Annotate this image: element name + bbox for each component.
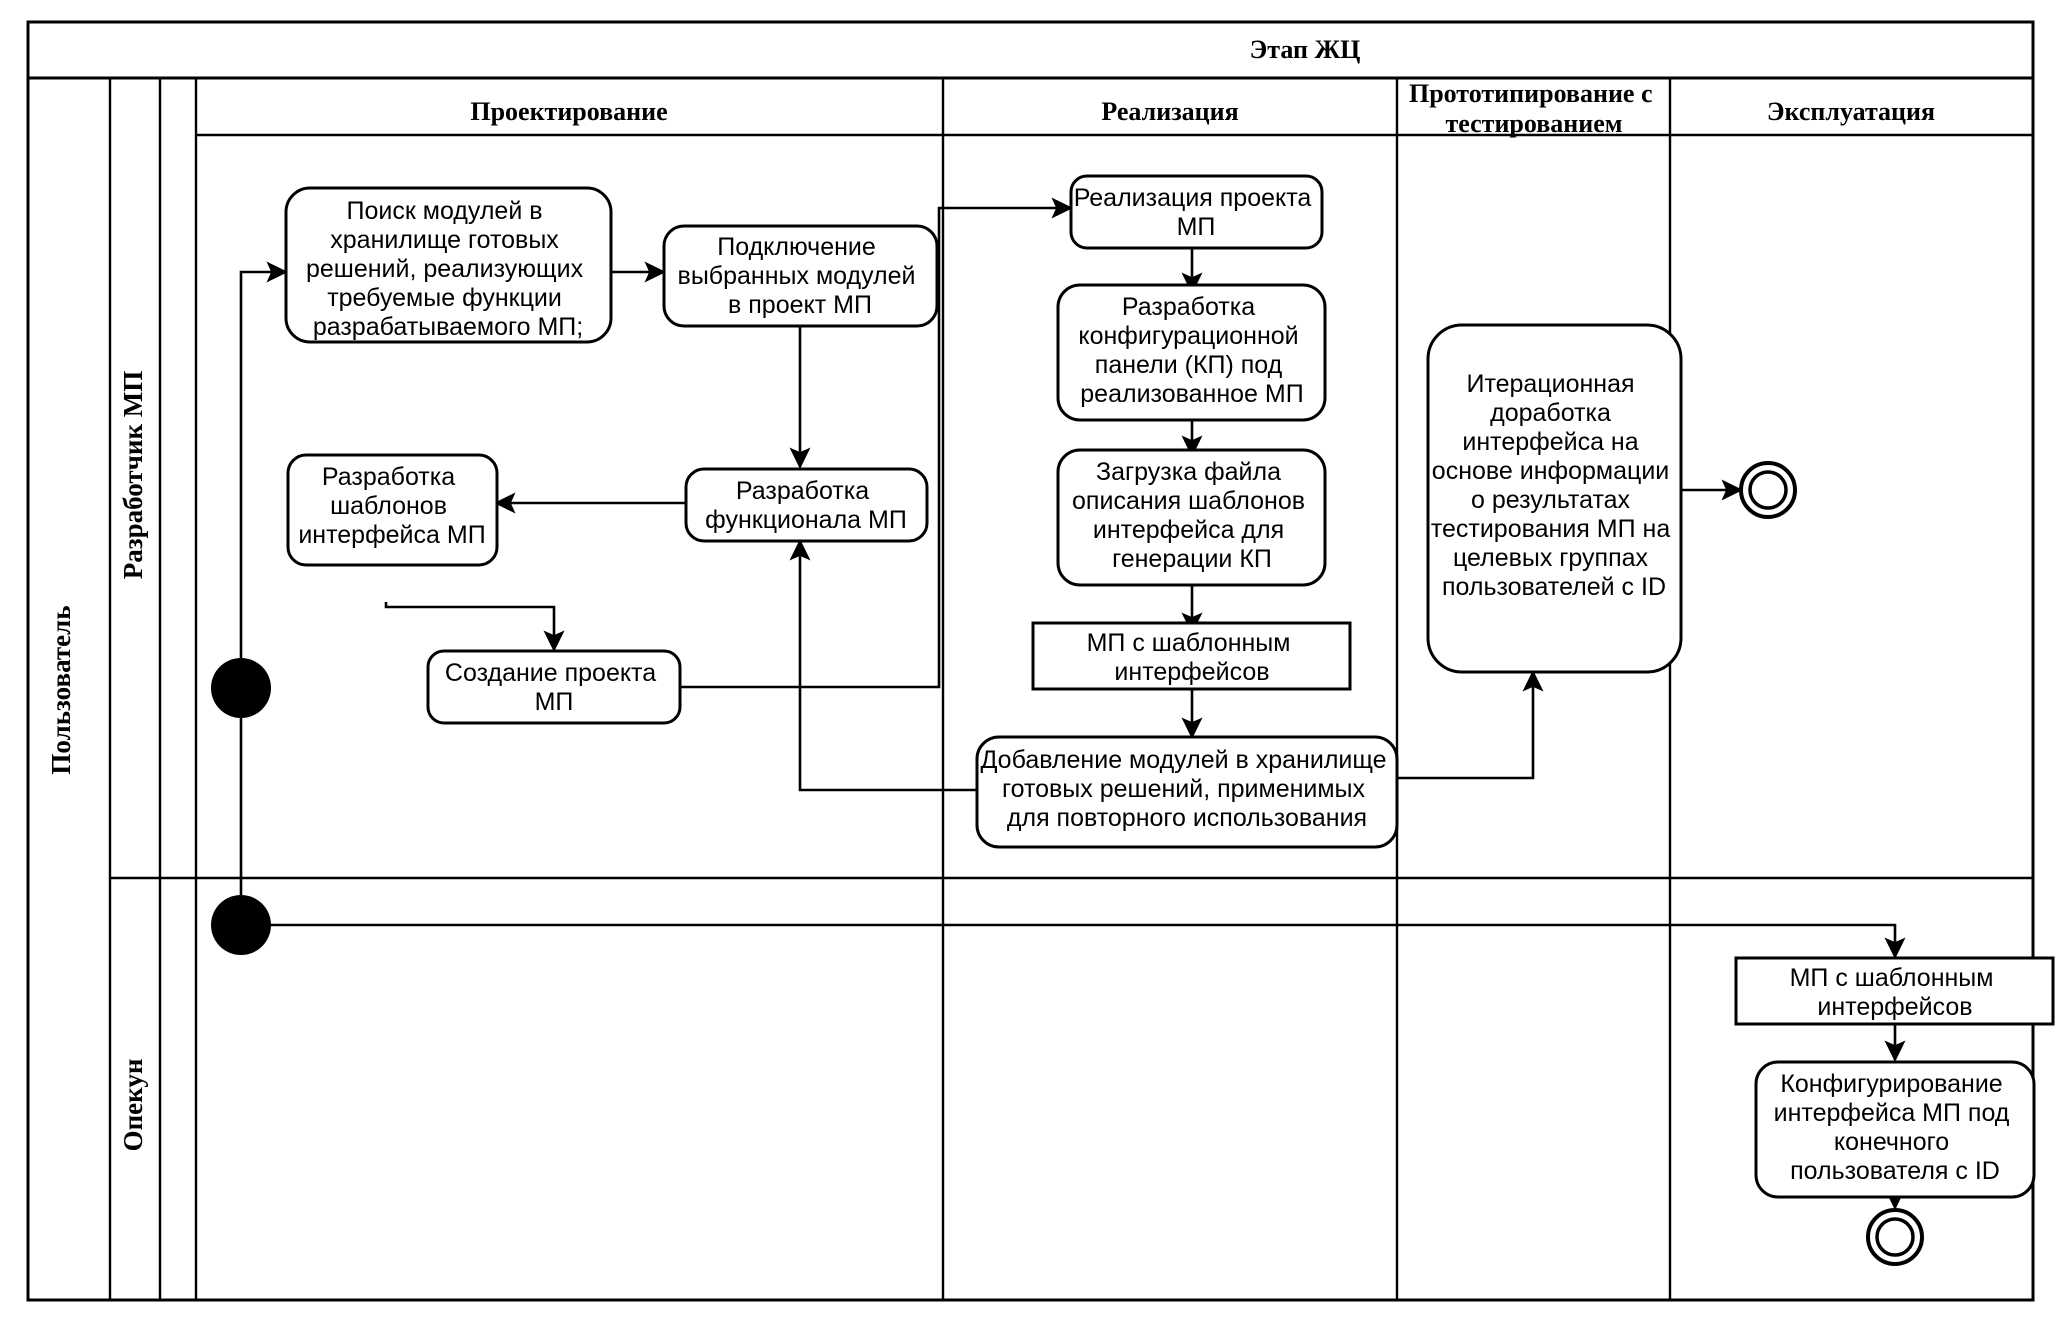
svg-text:Реализация проекта МП: Реализация проекта МП <box>1074 184 1319 241</box>
phase-header-row <box>196 78 2033 1300</box>
phase-header-design: Проектирование <box>470 97 667 126</box>
edge-tmpldev-to-createproj <box>384 602 565 652</box>
action-node-create-project[interactable]: Создание проекта МП <box>426 649 682 725</box>
action-node-configure-ui-for-end-user[interactable]: Конфигурирование интерфейса МП под конеч… <box>1754 1060 2036 1199</box>
action-node-add-modules-to-repository[interactable]: Добавление модулей в хранилище готовых р… <box>975 735 1399 849</box>
svg-text:Создание проекта МП: Создание проекта МП <box>445 659 663 716</box>
edge-createproj-to-implproj <box>680 197 1073 689</box>
action-node-load-description-file[interactable]: Загрузка файла описания шаблонов интерфе… <box>1056 448 1327 587</box>
svg-text:Добавление модулей в хранилище: Добавление модулей в хранилище готовых р… <box>980 746 1393 832</box>
end-node-guardian-flow[interactable] <box>1866 1208 1924 1266</box>
end-node-developer-flow[interactable] <box>1739 461 1797 519</box>
action-node-develop-ui-templates[interactable]: Разработка шаблонов интерфейса МП <box>286 453 499 567</box>
actor-label-user: Пользователь <box>46 605 76 774</box>
svg-text:МП с шаблонным интерфе: МП с шаблонным интерфейсов <box>1790 964 2001 1021</box>
action-node-develop-functionality[interactable]: Разработка функционала МП <box>684 467 929 543</box>
action-node-connect-modules[interactable]: Подключение выбранных модулей в проект М… <box>662 224 939 328</box>
svg-text:Разработка функционала: Разработка функционала МП <box>705 477 907 534</box>
svg-text:Поиск модулей в хранил: Поиск модулей в хранилище готовых решени… <box>306 197 590 341</box>
start-node-guardian[interactable] <box>211 895 271 955</box>
edge-start1-to-search <box>239 261 288 660</box>
phase-header-prototyping: Прототипирование с тестированием <box>1409 79 1659 138</box>
svg-text:Итерационная доработка: Итерационная доработка интерфейса на осн… <box>1431 370 1677 601</box>
svg-text:МП с шаблонным интерфе: МП с шаблонным интерфейсов <box>1087 629 1298 686</box>
start-node-developer[interactable] <box>211 658 271 718</box>
diagram-frame <box>26 20 2035 1302</box>
actor-label-developer: Разработчик МП <box>118 371 148 580</box>
action-node-iterative-ui-refinement[interactable]: Итерационная доработка интерфейса на осн… <box>1426 323 1683 674</box>
svg-text:Загрузка файла описани: Загрузка файла описания шаблонов интерфе… <box>1072 458 1312 573</box>
edge-addmodules-to-iterrefine <box>1398 670 1544 780</box>
phase-header-operation: Эксплуатация <box>1767 97 1935 126</box>
object-node-mp-with-template-ui-guardian[interactable]: МП с шаблонным интерфейсов <box>1734 956 2055 1026</box>
actor-column-separators <box>108 78 198 1300</box>
banner-title: Этап ЖЦ <box>1250 35 1361 64</box>
actor-label-guardian: Опекун <box>118 1059 148 1152</box>
edges-layer <box>239 197 1906 1210</box>
object-node-mp-with-template-ui[interactable]: МП с шаблонным интерфейсов <box>1031 621 1352 691</box>
svg-text:Разработка конфигураци: Разработка конфигурационной панели (КП) … <box>1078 293 1305 408</box>
action-node-implement-project[interactable]: Реализация проекта МП <box>1069 174 1324 250</box>
action-node-search-modules[interactable]: Поиск модулей в хранилище готовых решени… <box>284 186 613 344</box>
svg-text:Подключение выбранных: Подключение выбранных модулей в проект М… <box>678 233 923 319</box>
edge-start2-to-objtmpl2 <box>258 923 1906 959</box>
edge-addmodules-to-funcdev <box>789 539 980 792</box>
action-node-develop-config-panel[interactable]: Разработка конфигурационной панели (КП) … <box>1056 283 1327 422</box>
phase-header-implement: Реализация <box>1101 97 1238 126</box>
svg-text:Разработка шаблонов: Разработка шаблонов интерфейса МП <box>298 463 485 549</box>
svg-text:Конфигурирование интер: Конфигурирование интерфейса МП под конеч… <box>1774 1070 2017 1185</box>
